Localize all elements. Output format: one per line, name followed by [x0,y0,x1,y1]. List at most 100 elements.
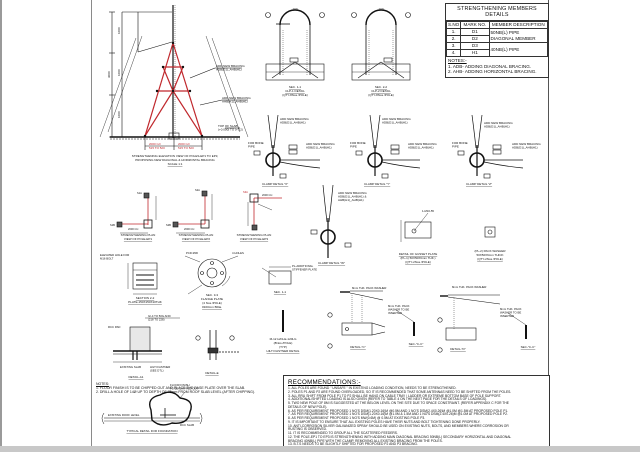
plan-ep1-caption2: VIEW OF POLE-EP1 [124,237,153,241]
gusset-caption3: (QTY-2Nos./POLE) [405,260,431,264]
foundation-notes: NOTES: 1. FLOOR FINISH IS TO BE CHIPPED … [96,382,255,395]
clamp-y-for: FOR BONE [350,141,366,145]
sec-1-1-dim: 100 [292,7,297,11]
sec-1-1-title: SEC. 1-1 [289,85,302,89]
foundation-roof: EXISTING ROOF LEVEL [108,413,140,417]
base-note: 515 TO 520 [178,146,194,150]
recommendation-item: 13. B.T.S NEEDS TO BE SLIGHTLY SHIFTED F… [288,442,418,447]
sec-cc-label2: WASHER TO BE [388,308,409,312]
table-row: 1. D1 50NB(L) PIPE DIAGONAL MEMBER [445,28,548,43]
label-top-of-slab-level: (+0.000) TO (+3.2) [218,128,243,132]
cell-mark: D3 [460,42,490,50]
viewer-bottom-scrollbar[interactable] [0,446,640,452]
clamp-z-for: FOR BONE [452,141,468,145]
clamp-detail-z [457,114,524,179]
cell-sno: 2. [445,35,462,43]
anchor-caption: M-12 HAS-E-120LG [270,337,298,341]
pack-washer [484,226,496,238]
detail-a1-pad: RCC PAD [108,325,120,329]
gusset-caption2: (PL-1) 50X50X6mm THK.) [400,256,435,260]
flange-caption: SEC. 3-3 [206,293,219,297]
foundation-finish2: TO BE CHIPPED OUT [170,387,199,391]
plan-ep3-caption2: VIEW OF POLE-EP3 [240,237,269,241]
diagonal-brace-right-outer [172,42,203,137]
diagonal-brace-right-inner-lower [172,90,203,137]
recommendations-list: 1. ALL POLES ARE FOUND " UNSAFE " IN EXI… [284,386,549,447]
detail-a1-hilti2: (SEE DTL) [150,369,164,373]
sec22-label: ELEVATED HOLE FOR [100,253,129,257]
sec-1-1-plate [261,266,292,285]
desc-line: 50NB(L) PIPE [490,29,520,35]
recommendations-heading: RECOMMENDATIONS:- [288,379,361,386]
dim-segment: 1000 [117,111,121,118]
detail-d-washer-label: 8mm THK. PACK WASHER [452,285,486,289]
recommendation-item: 2. POLES P1 AND P2 ARE FOUND OVERLOADED,… [288,389,512,394]
sec11-label2: STIFFENER PLATE [292,268,317,272]
elevation-labels: ADD NEW BRACING ADB(D1)_AHB(H1) ADD NEW … [107,27,251,150]
recommendation-item: 12. THE POLE-EP1 TO EP3 IS STRENGTHENING… [288,434,512,439]
clamp-z-label-code: ADB(D1)_AHB(H1) [512,146,538,150]
plan-ep3-dim: 2000 C/c [262,193,273,197]
foundation-caption: TYPICAL DETAIL FOR FOUNDATION [126,429,177,433]
detail-a1-caption: DETAIL-A1 [129,375,144,379]
clamp-z-label-code: ADB(D1)_AHB(H1) [484,125,510,129]
viewer-left-border [0,0,2,452]
sec-cc-label2: WASHER TO BE [500,311,521,315]
cell-desc: 40NB(L) PIPE [488,42,548,57]
recommendation-item: 4. ADDITIONAL/SHIFTED LOADING IS ALSO GI… [288,397,488,402]
dim-base-left: 2000 C/c [149,142,162,146]
elevation-view [99,5,249,150]
caption-line: STRENGTHENING ELEVATION VIEW OF POLES-EP… [132,154,219,158]
members-table-title: STRENGTHENING MEMBERS DETAILS [446,4,548,21]
sec-1-1-qty: (QTY-8Nos./POLE) [282,93,308,97]
plan-ep3-caption: STRENGTHENING PLAN [237,233,272,237]
plan-ep2-tag: S2B [166,223,171,227]
base-note: 515 TO 520 [149,146,165,150]
flange-label-pcd: PCD Ø30 [186,251,198,255]
clamp-x-caption: CLAMP DETAIL "X" [262,182,288,186]
sec11-small-caption: SEC. 1-1 [274,290,287,294]
sec-cc-label: 8mm THK. PACK [500,307,522,311]
clamp-w-caption: CLAMP DETAIL "W" [318,261,345,265]
flange-caption3: (4 Nos./POLE) [202,301,222,305]
recommendations-box: RECOMMENDATIONS:- 1. ALL POLES ARE FOUND… [283,375,550,448]
recommendation-item: 6. AS PER REQUIREMENT PROPOSED 1 NO'S DS… [288,408,509,413]
plan-ep1-tag: S1B [110,223,115,227]
clamp-z-label: ADD NEW BRACING [512,142,541,146]
dim-segment: 1000 [117,27,121,34]
recommendation-item: 9. IT IS IMPORTANT TO ENSURE THAT ALL EX… [288,419,481,424]
flange-caption4: #160mm BDia. [202,305,222,309]
clamp-y-label-code: ADB(D1)_AHB(H1) [382,121,408,125]
col-sno: S.NO [445,21,462,29]
detail-a1-grout2: (218 TO 228) [148,318,165,322]
recommendation-item: 11. IT IS RECOMMENDED TO GROUP ALL THE S… [288,431,398,435]
caption-line: PROPOSING NEW DIAGONAL & HORIZONTAL BRAC… [135,158,215,162]
foundation-finish: FLOOR FINISH [170,383,190,387]
sec-c-c-2 [507,312,527,339]
gusset-plate [400,212,432,242]
foundation-detail [101,391,203,426]
detail-d [437,294,501,353]
plan-view-ep2 [172,190,213,234]
detail-c-washer-label: 8mm THK. PACK WASHER [352,286,386,290]
clamp-x-for: FOR BONE [248,141,264,145]
plan-ep1-tag: S1A [137,191,142,195]
col-mark: MARK NO. [460,21,490,29]
clamp-w-label: ADD NEW BRACING [338,191,367,195]
sec-2-2-title: SEC. 2-2 [375,85,388,89]
foundation-notes-heading: NOTES: [96,382,110,386]
dim-segment: 1000 [117,69,121,76]
diagonal-brace-right-inner-upper [172,66,184,92]
plan-ep3-tag: S3A [243,190,248,194]
clamp-x-label-code: ADB(D1)_AHB(H1) [306,146,332,150]
detail-e-caption: DETAIL-E [205,371,218,375]
sec-cc-label: 8mm THK. PACK [388,304,410,308]
col-desc: MEMBER DESCRIPTION [488,21,548,29]
clamp-z-caption: CLAMP DETAIL "Z" [466,182,492,186]
clamp-w-label-code: ADB(D1)_AHB(H1) & [338,195,367,199]
recommendation-item: DETAILS OF NEW POLE). [288,404,328,409]
recommendation-item: 10. ANTI-CORROSION SILVER GALVANIZED SPR… [288,423,509,428]
foundation-note: 1. FLOOR FINISH IS TO BE CHIPPED OUT AND… [96,386,246,391]
cell-mark: H1 [460,49,490,57]
cell-desc: 50NB(L) PIPE DIAGONAL MEMBER [488,28,548,43]
